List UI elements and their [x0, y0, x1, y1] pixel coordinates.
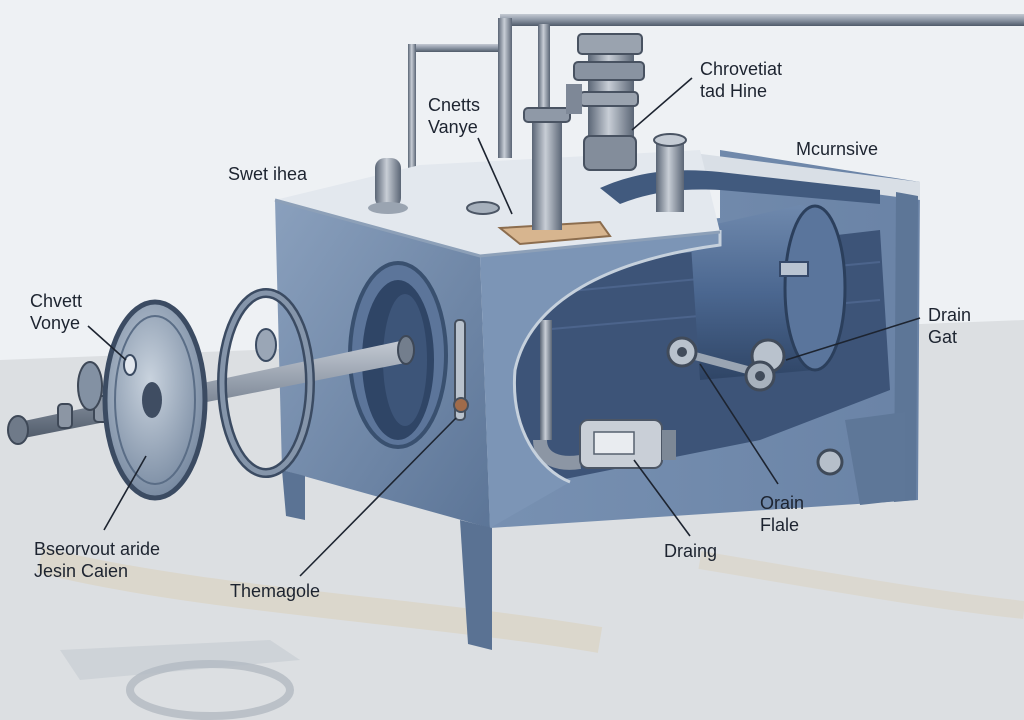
tank-front-right-face	[480, 230, 720, 528]
label-thematgole: Themagole	[230, 581, 321, 601]
leader-bseorvout	[103, 455, 147, 531]
rear-leg	[845, 412, 905, 505]
label-chronovetiat-line1: Chrovetiat	[700, 59, 783, 79]
label-orain-flale-line2: Flale	[760, 515, 800, 535]
label-chronovetiat-line2: tad Hine	[700, 81, 768, 101]
front-left-leg	[282, 470, 305, 520]
label-mcurnsive: Mcurnsive	[796, 139, 879, 159]
label-draing: Draing	[664, 541, 718, 561]
thermometer-bulb	[453, 397, 469, 413]
leader-chvett	[87, 325, 127, 361]
label-chronovetiat: Chrovetiat tad Hine	[700, 58, 782, 102]
leader-cnetts	[477, 137, 513, 215]
front-right-leg	[460, 520, 492, 650]
thin-riser-pipe	[498, 18, 512, 158]
top-left-fitting	[375, 158, 401, 208]
label-drain-gat-line2: Gat	[928, 327, 958, 347]
label-chvett-line1: Chvett	[30, 291, 83, 311]
leader-draing	[633, 459, 691, 537]
left-riser-pipe	[408, 44, 416, 170]
leader-lines	[87, 77, 921, 577]
label-drain-gat: Drain Gat	[928, 304, 971, 348]
cylinder-plate	[779, 261, 809, 277]
right-top-pipe	[656, 140, 684, 212]
valve-base-plate	[497, 220, 612, 246]
cylinder-end-cap	[783, 204, 847, 372]
label-cnetts-line2: Vanye	[428, 117, 478, 137]
rear-bolt	[816, 448, 844, 476]
top-small-fitting	[466, 201, 500, 215]
leader-thematgole	[299, 417, 457, 577]
label-bseorvout-line2: Jesin Caien	[34, 561, 129, 581]
label-bseorvout-line1: Bseorvout aride	[34, 539, 161, 559]
label-cnetts-line1: Cnetts	[428, 95, 481, 115]
label-orain-flale-line1: Orain	[760, 493, 805, 513]
leader-drain-gat	[785, 317, 921, 361]
disc-hub	[142, 382, 162, 418]
shaft-end	[7, 415, 29, 445]
leader-chronovetiat	[631, 77, 693, 131]
leader-orain-flale	[699, 363, 779, 485]
label-orain-flale: Orain Flale	[760, 492, 804, 536]
label-chvett-line2: Vonye	[30, 313, 81, 333]
label-swet-ihea: Swet ihea	[228, 164, 308, 184]
shaft-collar	[77, 361, 103, 411]
interior-vertical-pipe	[540, 320, 552, 440]
overhead-pipe	[500, 14, 1024, 26]
main-valve-stem	[532, 110, 562, 230]
thermometer	[454, 319, 466, 421]
floor-shadow-ring	[126, 660, 294, 720]
floor-shadow	[60, 640, 300, 680]
interior-elbow	[533, 439, 582, 470]
label-bseorvout: Bseorvout aride Jesin Caien	[34, 538, 160, 582]
overhead-branch-pipe	[410, 44, 510, 52]
label-cnetts: Cnetts Vanye	[428, 94, 480, 138]
label-drain-gat-line1: Drain	[928, 305, 972, 325]
label-chvett: Chvett Vonye	[30, 290, 82, 334]
